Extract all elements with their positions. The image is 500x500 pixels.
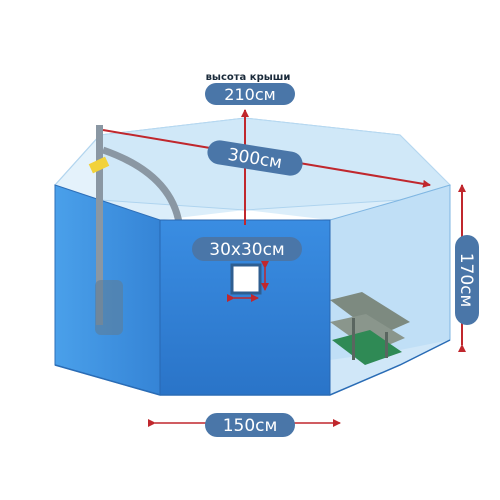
roof-height-badge: 210см xyxy=(205,83,295,105)
window-value: 30х30см xyxy=(209,240,285,260)
window-badge: 30х30см xyxy=(192,237,302,261)
tent-bottom-edge xyxy=(54,339,451,396)
height-value: 170см xyxy=(456,253,476,308)
width-value: 150см xyxy=(223,416,278,436)
roof-height-value: 210см xyxy=(224,85,275,104)
width-badge: 150см xyxy=(205,413,295,437)
roof-height-caption: высота крыши xyxy=(206,72,291,83)
tent-right-wall xyxy=(329,184,451,396)
height-badge: 170см xyxy=(455,235,479,325)
bench xyxy=(330,292,410,365)
window xyxy=(230,263,262,295)
